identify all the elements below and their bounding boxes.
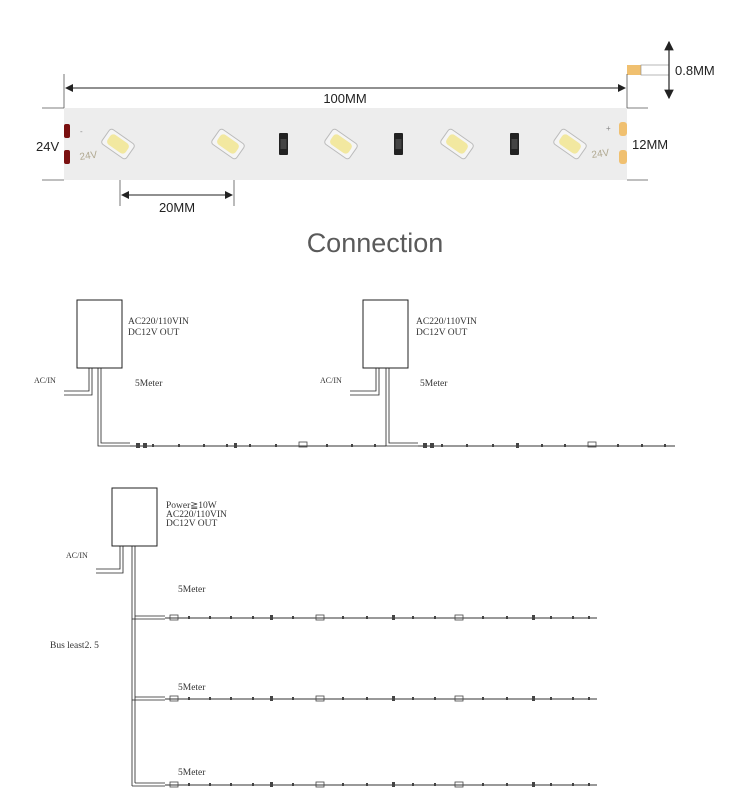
- psu-left-line2: DC12V OUT: [128, 328, 179, 338]
- thickness-label: 0.8MM: [675, 63, 715, 78]
- diagram-parallel-connection: Power≧10W AC220/110VIN DC12V OUT AC/IN B…: [50, 487, 597, 788]
- diagram-series-connection: AC220/110VIN DC12V OUT AC/IN 5Meter AC22…: [34, 299, 675, 448]
- led-chip: [211, 128, 245, 160]
- psu-main-line3: DC12V OUT: [166, 519, 217, 529]
- strip-components-row3: [169, 695, 590, 702]
- voltage-label: 24V: [36, 139, 59, 154]
- strip-voltage-mark-left: 24V: [79, 150, 98, 163]
- ac-in-right: AC/IN: [320, 376, 342, 385]
- thickness-indicator: [627, 40, 674, 100]
- strip-length-label-3: 5Meter: [178, 768, 206, 778]
- length-label: 100MM: [323, 91, 366, 106]
- power-supply-main: [111, 487, 158, 547]
- strip-components-row1: [136, 441, 666, 448]
- psu-right-line2: DC12V OUT: [416, 328, 467, 338]
- power-supply-right: [362, 299, 409, 369]
- psu-left-line1: AC220/110VIN: [128, 317, 189, 327]
- width-label: 12MM: [632, 137, 668, 152]
- led-chip: [553, 128, 587, 160]
- resistor: [394, 133, 403, 155]
- length-label-left: 5Meter: [135, 379, 163, 389]
- psu-main-line2: AC220/110VIN: [166, 510, 227, 520]
- spacing-label: 20MM: [159, 200, 195, 215]
- strip-length-label-2: 5Meter: [178, 683, 206, 693]
- minus-mark-left: -: [80, 127, 83, 136]
- led-chip: [440, 128, 474, 160]
- solder-pad-left-top: [64, 124, 70, 138]
- connection-title: Connection: [307, 228, 444, 258]
- psu-main-line1: Power≧10W: [166, 501, 217, 511]
- resistor: [279, 133, 288, 155]
- solder-pad-right-bottom: [619, 150, 627, 164]
- length-label-right: 5Meter: [420, 379, 448, 389]
- power-supply-left: [76, 299, 123, 369]
- led-chip: [324, 128, 358, 160]
- strip-voltage-mark-right: 24V: [591, 148, 610, 161]
- resistor: [510, 133, 519, 155]
- solder-pad-left-bottom: [64, 150, 70, 164]
- strip-components-row2: [169, 614, 590, 621]
- led-chip: [101, 128, 135, 160]
- plus-mark-right: +: [606, 124, 611, 133]
- strip-components-row4: [169, 781, 590, 788]
- ac-in-left: AC/IN: [34, 376, 56, 385]
- bus-label: Bus least2. 5: [50, 641, 99, 651]
- ac-in-main: AC/IN: [66, 551, 88, 560]
- strip-length-label-1: 5Meter: [178, 585, 206, 595]
- solder-pad-right-top: [619, 122, 627, 136]
- psu-right-line1: AC220/110VIN: [416, 317, 477, 327]
